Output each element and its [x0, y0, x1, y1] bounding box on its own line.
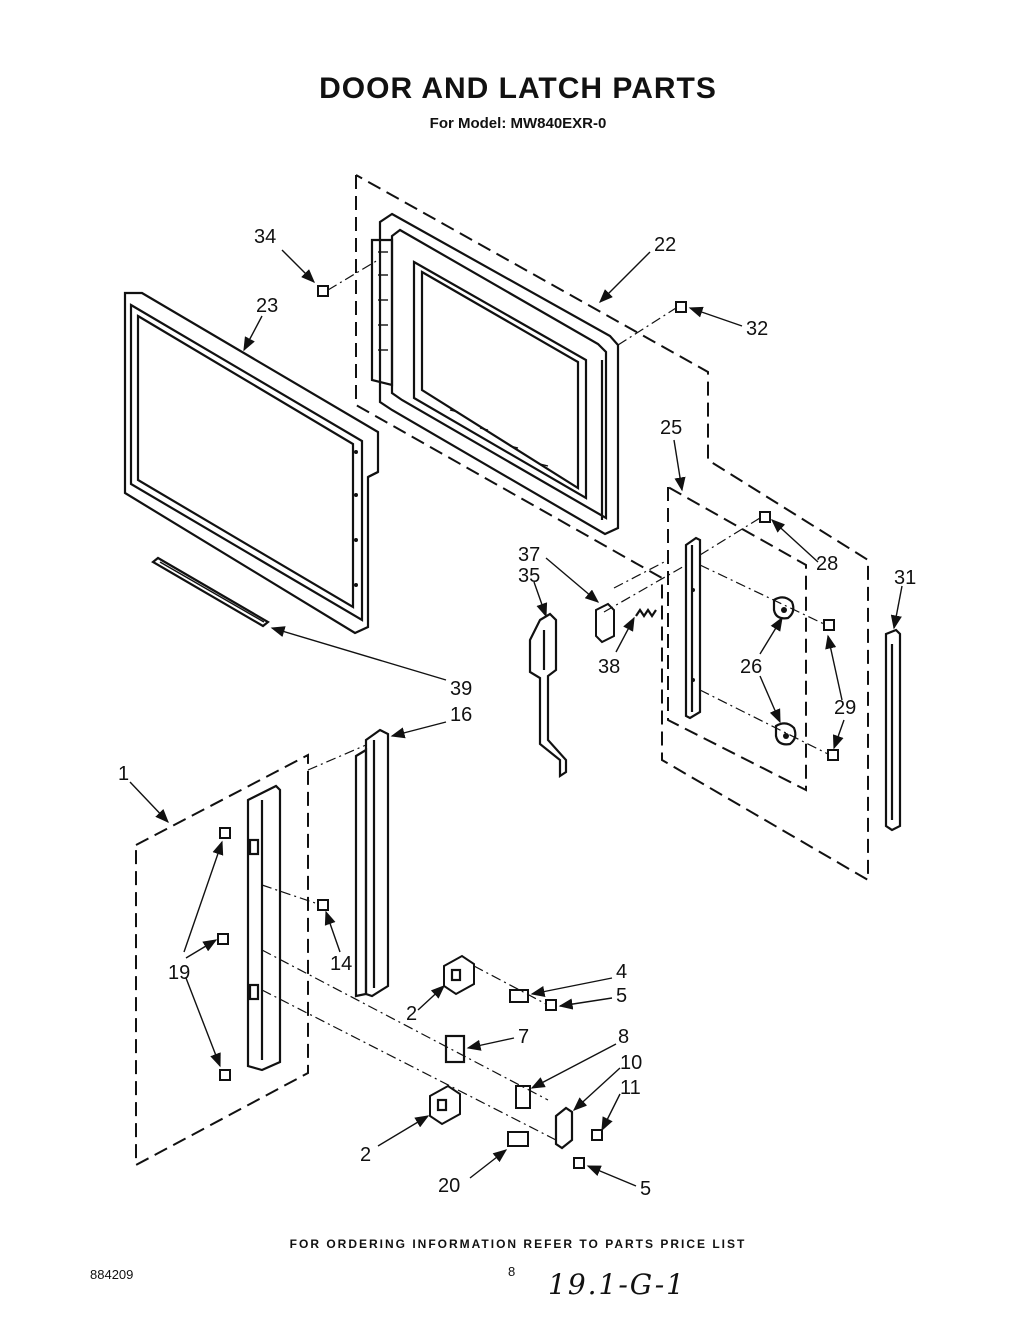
screw-11 — [591, 1129, 603, 1141]
screw-19-top — [219, 827, 231, 839]
callout-5-lower: 5 — [640, 1178, 651, 1200]
latch-cam-26-upper — [772, 596, 795, 620]
callout-1: 1 — [118, 763, 129, 785]
callout-26: 26 — [740, 656, 762, 678]
hinge-cover-16 — [354, 728, 390, 998]
callout-2-upper: 2 — [406, 1003, 417, 1025]
callout-11: 11 — [620, 1077, 641, 1099]
choke-strip-39 — [151, 556, 270, 628]
hinge-bracket-1 — [246, 784, 282, 1072]
page-number: 8 — [508, 1264, 516, 1279]
latch-key-37 — [595, 602, 615, 644]
screw-29-lower — [827, 749, 839, 761]
spring-38 — [635, 608, 657, 618]
callout-34: 34 — [254, 226, 276, 248]
spacer-20 — [507, 1131, 529, 1147]
hinge-pin-4 — [509, 989, 529, 1003]
callout-7: 7 — [518, 1026, 529, 1048]
hinge-pin-10 — [554, 1106, 574, 1150]
callout-10: 10 — [620, 1052, 642, 1074]
door-panel-23 — [123, 291, 380, 635]
latch-rail-31 — [884, 628, 902, 832]
callout-8: 8 — [618, 1026, 629, 1048]
callout-39: 39 — [450, 678, 472, 700]
screw-32 — [675, 301, 687, 313]
screw-5-upper — [545, 999, 557, 1011]
callout-5-upper: 5 — [616, 985, 627, 1007]
handwritten-note: 19.1-G-1 — [548, 1268, 686, 1301]
callout-35: 35 — [518, 565, 540, 587]
ordering-info-footer: FOR ORDERING INFORMATION REFER TO PARTS … — [289, 1237, 747, 1251]
screw-34 — [317, 285, 329, 297]
latch-arm-35 — [528, 612, 568, 779]
callout-20: 20 — [438, 1175, 460, 1197]
hinge-block-2-upper — [443, 954, 475, 996]
callout-25: 25 — [660, 417, 682, 439]
hinge-block-2-lower — [429, 1084, 461, 1126]
document-number: 884209 — [90, 1267, 134, 1282]
callout-29-a: 29 — [834, 697, 856, 719]
callout-2-lower: 2 — [360, 1144, 371, 1166]
inner-door-frame-22 — [370, 212, 620, 536]
callout-4: 4 — [616, 961, 627, 983]
door-assembly-boundary — [355, 174, 869, 882]
model-subtitle: For Model: MW840EXR-0 — [429, 115, 607, 132]
callout-28: 28 — [816, 553, 838, 575]
latch-block-8 — [515, 1085, 531, 1109]
latch-assembly-boundary — [667, 486, 807, 792]
callout-16: 16 — [450, 704, 472, 726]
screw-28 — [759, 511, 771, 523]
latch-cam-26-lower — [774, 722, 797, 746]
callout-23: 23 — [256, 295, 278, 317]
callout-31: 31 — [894, 567, 916, 589]
screw-14 — [317, 899, 329, 911]
latch-plate-25 — [684, 536, 702, 720]
callout-37: 37 — [518, 544, 540, 566]
hinge-assembly-boundary — [135, 753, 309, 1167]
callout-14: 14 — [330, 953, 352, 975]
shim-7 — [444, 1034, 466, 1064]
screw-5-lower — [573, 1157, 585, 1169]
callout-19: 19 — [168, 962, 190, 984]
callout-22: 22 — [654, 234, 676, 256]
callout-32: 32 — [746, 318, 768, 340]
screw-29-upper — [823, 619, 835, 631]
callout-38: 38 — [598, 656, 620, 678]
screw-19-bottom — [219, 1069, 231, 1081]
page-title: DOOR AND LATCH PARTS — [319, 72, 717, 105]
screw-19-mid — [217, 933, 229, 945]
